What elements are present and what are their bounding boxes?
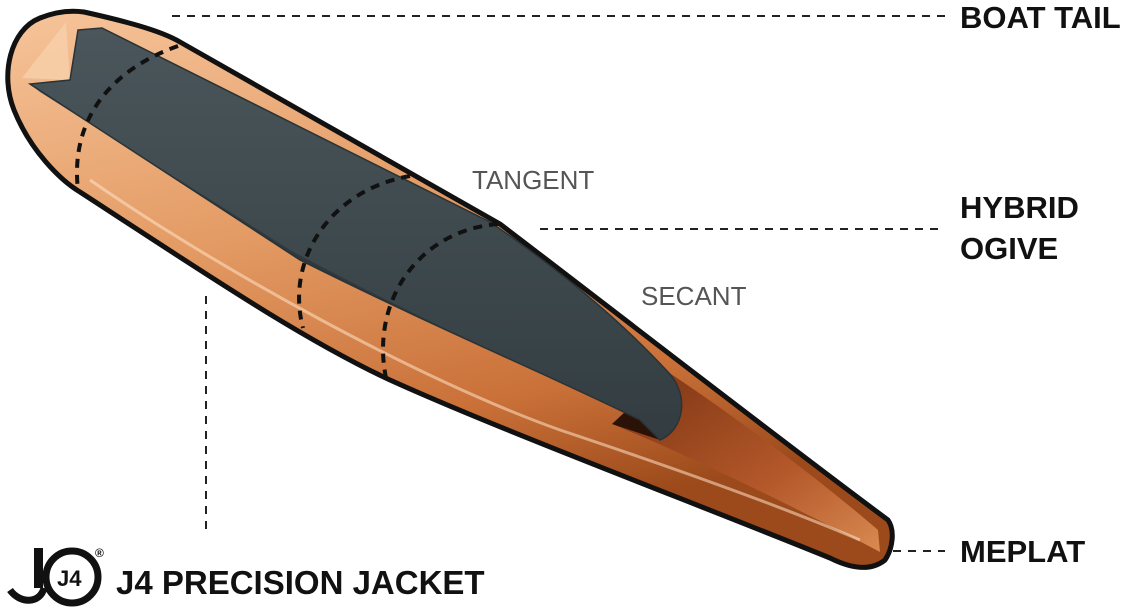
jacket-highlight [89,178,861,542]
logo-ring-icon [42,547,102,607]
label-secant: SECANT [641,281,747,311]
logo-registered: ® [95,546,104,560]
label-hybrid: HYBRID [960,190,1079,225]
label-ogive: OGIVE [960,231,1058,266]
lead-core [27,27,683,441]
label-boat-tail: BOAT TAIL [960,0,1121,35]
j4-logo: J4 ® [7,546,104,607]
tangent-arc [297,174,411,329]
label-tangent: TANGENT [472,165,594,195]
label-meplat: MEPLAT [960,534,1085,569]
logo-mark: J4 [57,566,82,591]
boat-tail-junction-arc [75,44,179,191]
boat-tail-face [22,22,70,80]
product-name: J4 PRECISION JACKET [116,564,485,601]
